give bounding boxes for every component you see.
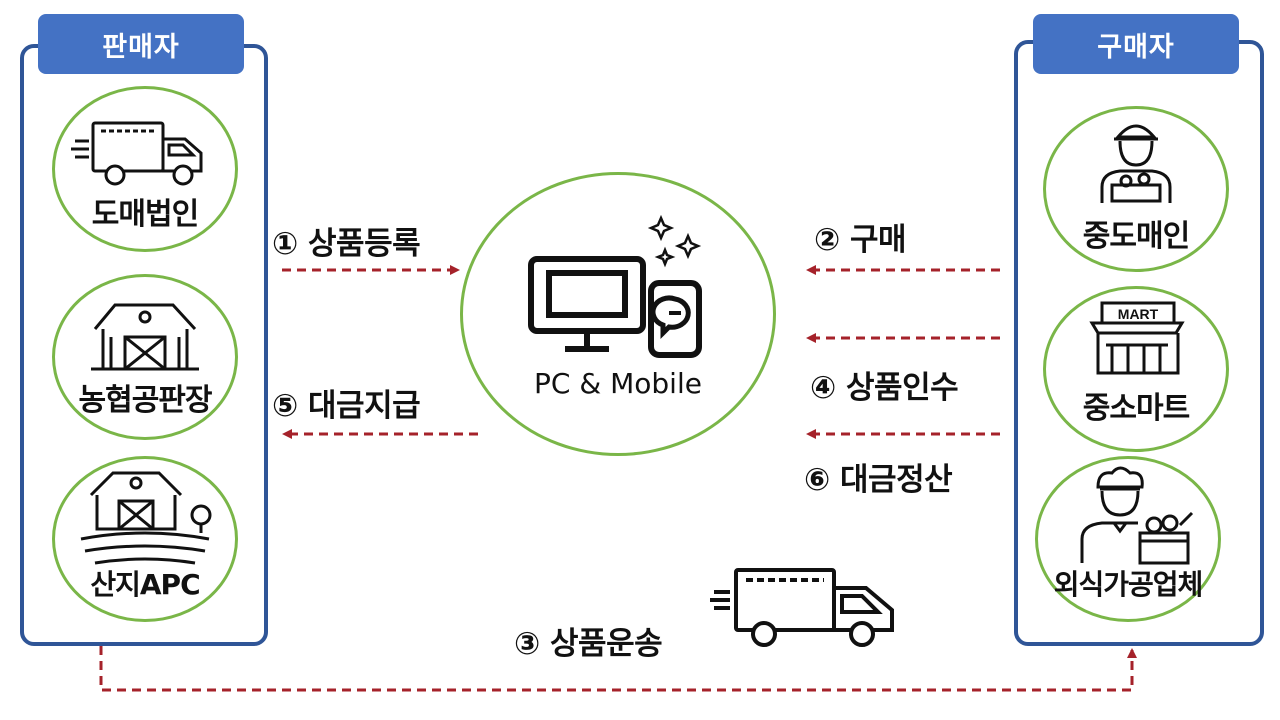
seller-node-label: 농협공판장 bbox=[78, 383, 213, 418]
step-3-label: ③ 상품운송 bbox=[514, 626, 663, 662]
platform-circle: PC & Mobile bbox=[460, 172, 776, 456]
buyer-node-label: 중도매인 bbox=[1082, 219, 1190, 254]
step-5-label: ⑤ 대금지급 bbox=[272, 388, 421, 424]
step-6-label: ⑥ 대금정산 bbox=[804, 462, 953, 498]
seller-node-nh-market: 농협공판장 bbox=[52, 274, 238, 440]
seller-node-origin-apc: 산지APC bbox=[52, 456, 238, 622]
buyer-node-label: 중소마트 bbox=[1082, 391, 1190, 426]
seller-node-label: 산지APC bbox=[90, 568, 200, 601]
shipping-truck-icon bbox=[710, 568, 894, 647]
seller-node-wholesale-corp: 도매법인 bbox=[52, 86, 238, 252]
step-4-label: ④ 상품인수 bbox=[810, 370, 959, 406]
worker-icon bbox=[1100, 124, 1172, 203]
platform-label: PC & Mobile bbox=[534, 367, 702, 400]
seller-node-label: 도매법인 bbox=[91, 197, 199, 232]
buyer-node-middleman: 중도매인 bbox=[1043, 106, 1229, 272]
mart-icon: MART bbox=[1089, 301, 1185, 375]
arrow-product-shipping bbox=[99, 646, 1137, 692]
barn-icon bbox=[91, 303, 199, 371]
buyer-node-food-service: 외식가공업체 bbox=[1035, 456, 1221, 622]
chef-icon bbox=[1080, 466, 1194, 565]
mart-sign: MART bbox=[1118, 306, 1159, 322]
pc-mobile-icon bbox=[528, 214, 702, 358]
truck-icon bbox=[71, 121, 203, 186]
buyer-node-label: 외식가공업체 bbox=[1053, 568, 1204, 601]
seller-title: 판매자 bbox=[38, 14, 244, 74]
step-2-label: ② 구매 bbox=[814, 222, 907, 258]
farm-icon bbox=[80, 471, 212, 565]
buyer-node-small-mart: MART 중소마트 bbox=[1043, 286, 1229, 452]
buyer-title: 구매자 bbox=[1033, 14, 1239, 74]
step-1-label: ① 상품등록 bbox=[272, 226, 421, 262]
